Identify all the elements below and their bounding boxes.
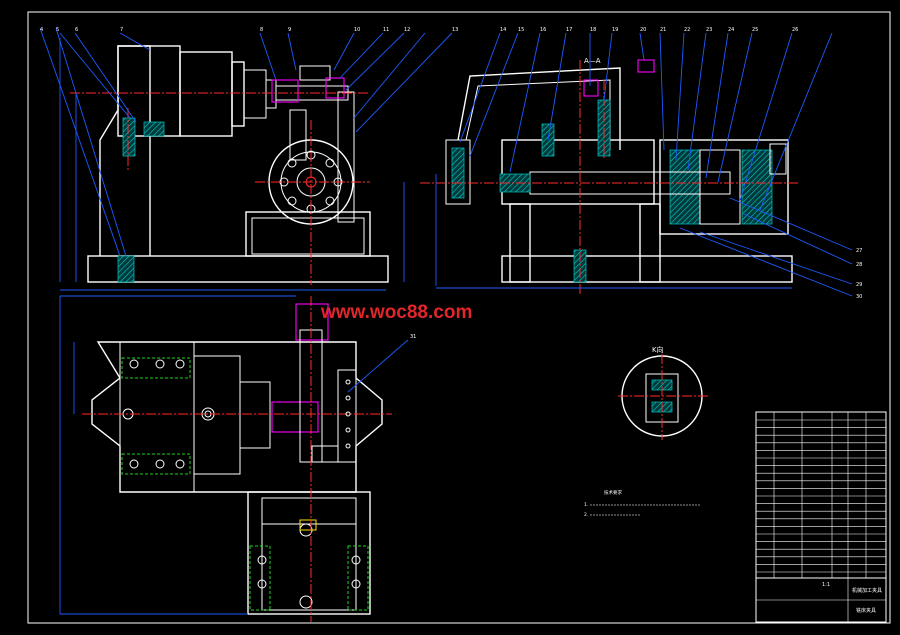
title-scale: 1:1 xyxy=(822,582,830,588)
balloon-number: 29 xyxy=(856,282,862,288)
detail-label: K向 xyxy=(652,345,664,354)
section-a-a-view: A—A xyxy=(420,32,853,297)
balloon-number: 16 xyxy=(540,27,546,33)
title-block: 机械加工夹具 铣床夹具 1:1 xyxy=(755,411,887,623)
balloon-number: 25 xyxy=(752,27,758,33)
k-detail-view: K向 xyxy=(618,345,708,440)
section-label: A—A xyxy=(584,57,601,65)
part-balloons: 4 5 6 7 8 9 10 11 12 13 14 15 16 17 18 19 20 21 22 23 24 25 26… xyxy=(40,27,862,340)
balloon-number: 30 xyxy=(856,294,862,300)
balloon-number: 15 xyxy=(518,27,524,33)
watermark: www.woc88.com xyxy=(320,302,472,323)
balloon-number: 6 xyxy=(75,27,78,33)
balloon-number: 4 xyxy=(40,27,43,33)
balloon-number: 24 xyxy=(728,27,734,33)
tech-req-item-2: 2. xyxy=(584,512,588,518)
balloon-number: 20 xyxy=(640,27,646,33)
tech-req-item-1: 1. xyxy=(584,502,588,508)
balloon-number: 17 xyxy=(566,27,572,33)
balloon-number: 8 xyxy=(260,27,263,33)
balloon-number: 27 xyxy=(856,248,862,254)
title-part-name: 铣床夹具 xyxy=(856,607,876,614)
front-view xyxy=(39,27,453,291)
balloon-number: 31 xyxy=(410,334,416,340)
title-school: 机械加工夹具 xyxy=(852,587,882,594)
balloon-number: 19 xyxy=(612,27,618,33)
tech-req-heading: 技术要求 xyxy=(604,489,622,496)
balloon-number: 28 xyxy=(856,262,862,268)
technical-requirements: 技术要求 1. 2. xyxy=(584,489,700,518)
balloon-number: 23 xyxy=(706,27,712,33)
balloon-number: 18 xyxy=(590,27,596,33)
balloon-number: 10 xyxy=(354,27,360,33)
balloon-number: 5 xyxy=(56,27,59,33)
balloon-number: 9 xyxy=(288,27,291,33)
balloon-number: 26 xyxy=(792,27,798,33)
balloon-number: 11 xyxy=(383,27,389,33)
balloon-number: 21 xyxy=(660,27,666,33)
drawing-border xyxy=(27,11,891,624)
balloon-number: 14 xyxy=(500,27,506,33)
balloon-number: 12 xyxy=(404,27,410,33)
balloon-number: 13 xyxy=(452,27,458,33)
balloon-number: 7 xyxy=(120,27,123,33)
balloon-number: 22 xyxy=(684,27,690,33)
plan-view xyxy=(59,295,409,622)
